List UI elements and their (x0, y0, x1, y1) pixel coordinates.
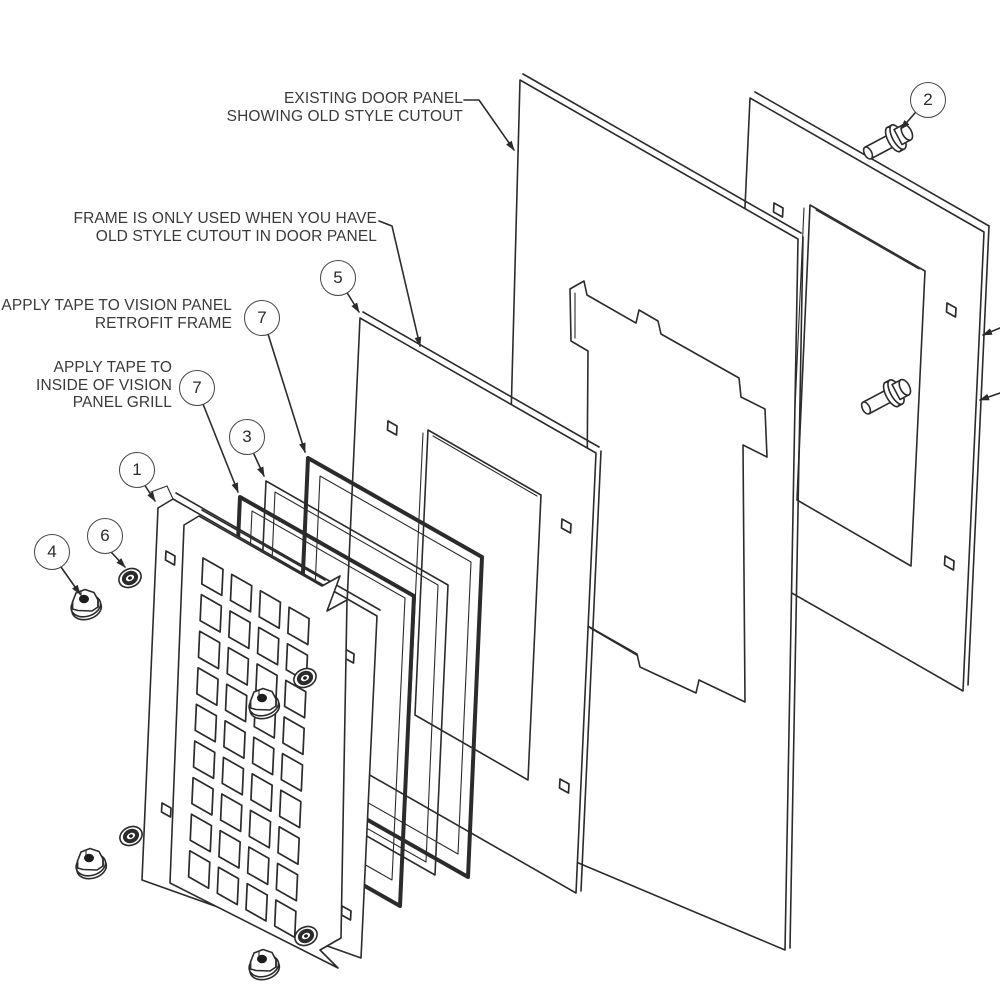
vision-panel-grill (169, 509, 348, 969)
grill-hole-icon (287, 606, 310, 646)
grill-hole-icon (226, 646, 250, 686)
grill-hole-icon (218, 829, 241, 869)
grill-hole-icon (277, 825, 301, 866)
note-existing-door-panel: EXISTING DOOR PANEL SHOWING OLD STYLE CU… (227, 90, 463, 125)
balloon-3: 3 (229, 419, 265, 455)
note-line: SHOWING OLD STYLE CUTOUT (226, 107, 463, 125)
grill-hole-icon (194, 703, 218, 743)
grill-hole-icon (251, 736, 275, 776)
balloon-7-frame: 7 (244, 300, 280, 336)
grill-hole-icon (221, 756, 245, 796)
note-line: EXISTING DOOR PANEL (283, 90, 463, 107)
balloon-number: 4 (47, 542, 57, 561)
balloon-4: 4 (34, 534, 70, 570)
balloon-5: 5 (320, 260, 356, 296)
grill-hole-icon (192, 740, 216, 780)
balloon-number: 7 (192, 378, 202, 397)
grill-hole-icon (228, 610, 251, 650)
flange-nut-icon (70, 588, 103, 621)
balloon-2: 2 (910, 82, 946, 118)
grill-hole-icon (197, 630, 221, 670)
flange-nut-icon (248, 687, 281, 720)
grill-hole-icon (216, 866, 240, 906)
mounting-hole-icon (386, 420, 572, 794)
flange-nut-icon (248, 948, 281, 981)
old-style-cutout (569, 280, 768, 703)
grill-hole-icon (224, 683, 248, 723)
grill-vent-holes (187, 557, 310, 939)
washer-icon (294, 925, 318, 947)
grill-hole-icon (189, 813, 213, 853)
balloon-6: 6 (87, 518, 123, 554)
washer-icon (118, 567, 142, 589)
washer-icon (119, 825, 143, 847)
grill-hole-icon (246, 846, 270, 886)
grill-hole-icon (248, 809, 272, 849)
balloon-number: 7 (257, 308, 267, 327)
carriage-bolt-icon (862, 123, 914, 160)
balloon-number: 1 (132, 460, 142, 479)
grill-hole-icon (275, 862, 299, 902)
grill-hole-icon (199, 593, 223, 633)
grill-hole-icon (200, 557, 224, 597)
grill-hole-icon (187, 849, 211, 890)
grill-hole-icon (191, 776, 214, 816)
balloon-number: 3 (242, 427, 252, 446)
leader-lines (60, 99, 1000, 595)
grill-hole-icon (278, 789, 302, 829)
note-tape-grill: APPLY TAPE TO INSIDE OF VISION PANEL GRI… (36, 359, 172, 412)
note-line: APPLY TAPE TO VISION PANEL (1, 297, 232, 314)
grill-hole-icon (250, 772, 273, 813)
washer-icon (293, 667, 317, 689)
note-line: INSIDE OF VISION (36, 376, 172, 394)
note-frame-usage: FRAME IS ONLY USED WHEN YOU HAVE OLD STY… (74, 210, 378, 245)
grill-hole-icon (282, 716, 305, 756)
balloon-1: 1 (119, 452, 155, 488)
grill-hole-icon (245, 882, 269, 922)
note-line: RETROFIT FRAME (94, 314, 232, 332)
note-line: APPLY TAPE TO (53, 359, 172, 376)
grill-hole-icon (229, 573, 253, 613)
grill-hole-icon (283, 679, 307, 719)
grill-hole-icon (196, 666, 219, 707)
grill-hole-icon (219, 793, 243, 833)
note-tape-retrofit-frame: APPLY TAPE TO VISION PANEL RETROFIT FRAM… (1, 297, 232, 332)
grill-hole-icon (256, 626, 280, 666)
balloon-number: 5 (333, 268, 343, 287)
note-line: FRAME IS ONLY USED WHEN YOU HAVE (73, 210, 377, 227)
hardware (70, 567, 318, 981)
grill-hole-icon (280, 752, 304, 792)
carriage-bolt-icon (860, 378, 912, 415)
note-line: PANEL GRILL (72, 394, 172, 411)
retrofit-frame (339, 311, 602, 894)
balloon-7-grill: 7 (179, 370, 215, 406)
grill-hole-icon (258, 589, 282, 630)
note-line: OLD STYLE CUTOUT IN DOOR PANEL (95, 227, 377, 245)
mounting-hole-icon (772, 202, 957, 571)
grill-hole-icon (223, 719, 246, 760)
balloon-number: 2 (923, 90, 933, 109)
balloon-number: 6 (100, 526, 110, 545)
flange-nut-icon (75, 847, 108, 880)
